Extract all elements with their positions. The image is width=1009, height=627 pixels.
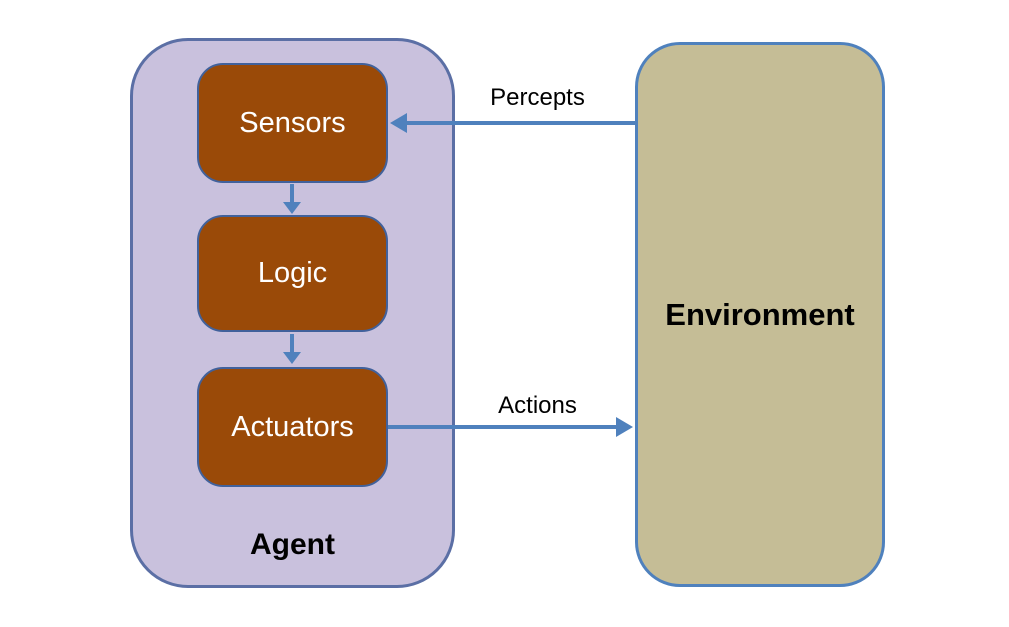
node-actuators-label: Actuators: [231, 410, 354, 443]
node-sensors: Sensors: [197, 63, 388, 183]
node-logic: Logic: [197, 215, 388, 332]
environment-label: Environment: [665, 296, 855, 332]
node-logic-label: Logic: [257, 257, 328, 289]
percepts-label: Percepts: [490, 84, 585, 111]
node-actuators: Actuators: [197, 367, 388, 487]
percepts-arrow-icon: [390, 113, 635, 133]
agent-label: Agent: [250, 528, 335, 561]
node-sensors-label: Sensors: [239, 106, 346, 139]
actions-arrow-icon: [388, 417, 633, 437]
logic-to-actuators-arrow-icon: [283, 334, 301, 364]
sensors-to-logic-arrow-icon: [283, 184, 301, 214]
environment-box: Environment: [635, 42, 885, 587]
actions-label: Actions: [498, 392, 577, 419]
